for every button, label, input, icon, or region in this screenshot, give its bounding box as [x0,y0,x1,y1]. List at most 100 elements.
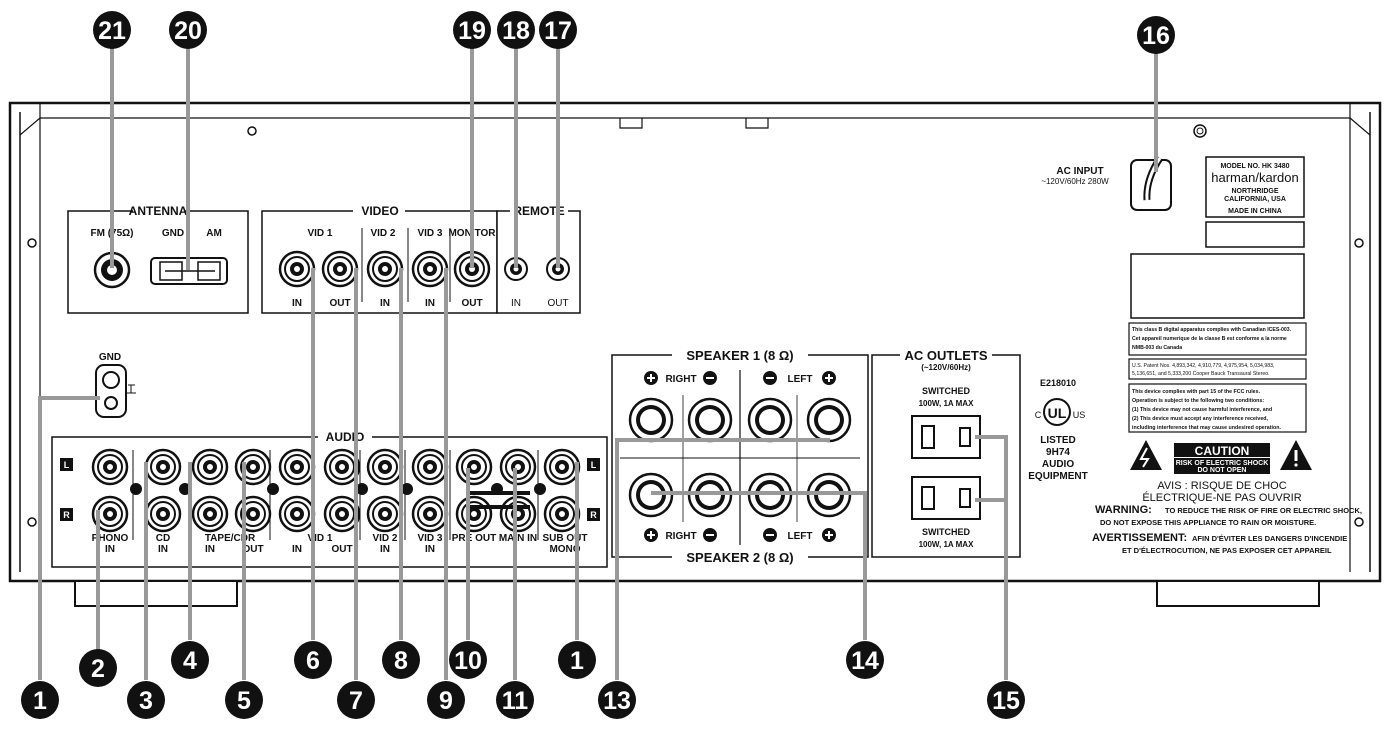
audio-mainin-label: MAIN IN [499,533,537,544]
svg-text:6: 6 [306,647,320,675]
audio-preout-left-jack[interactable] [455,448,493,486]
video-vid1-in-label: IN [292,298,302,309]
audio-subout-right-jack[interactable] [543,495,581,533]
audio-phono-in-label: IN [105,544,115,555]
video-vid1-in-jack[interactable] [278,250,316,288]
callout-16: 16 [1137,16,1175,54]
audio-left-badge: L [64,460,70,470]
audio-subout-label: SUB OUT [543,533,588,544]
fcc-line-1: This device complies with part 15 of the… [1132,389,1261,395]
audio-tape-in-right-jack[interactable] [191,495,229,533]
audio-vid3-in-label: IN [425,544,435,555]
warning-text-1: TO REDUCE THE RISK OF FIRE OR ELECTRIC S… [1165,506,1362,515]
svg-text:17: 17 [544,17,572,45]
audio-tape-out-left-jack[interactable] [234,448,272,486]
am-terminal[interactable] [150,257,228,285]
antenna-title: ANTENNA [129,204,188,218]
video-vid2-in-label: IN [380,298,390,309]
speaker1-right-label: RIGHT [665,374,696,385]
callout-13: 13 [598,681,636,719]
audio-mono-label: MONO [549,544,580,555]
brand-city: NORTHRIDGE [1231,188,1278,195]
callout-14: 14 [846,641,884,679]
audio-right-badge-2: R [590,510,597,520]
exclamation-warning-icon [1280,440,1312,470]
audio-vid1-out-left-jack[interactable] [323,448,361,486]
patent-label: U.S. Patent Nos. 4,893,342, 4,910,779, 4… [1128,358,1307,380]
video-vid3-in-jack[interactable] [411,250,449,288]
svg-text:13: 13 [603,687,631,715]
ac-input-spec: ~120V/60Hz 280W [1041,177,1109,186]
audio-tape-in-left-jack[interactable] [191,448,229,486]
audio-right-badge: R [63,510,70,520]
antenna-section: ANTENNA FM (75Ω) GND AM [67,203,249,314]
audio-mainin-left-jack[interactable] [499,448,537,486]
svg-text:11: 11 [502,687,529,715]
callout-19: 19 [453,11,491,49]
ground-post[interactable]: GND [95,352,136,418]
ul-logo-icon [1043,398,1071,426]
svg-text:8: 8 [394,647,408,675]
audio-section: AUDIO L R L R PHONO IN CD IN TAPE/CDR IN… [51,429,608,568]
speaker2-right-minus-icon [703,528,717,542]
audio-mainin-right-jack[interactable] [499,495,537,533]
callout-7: 7 [337,681,375,719]
audio-vid2-in-left-jack[interactable] [366,448,404,486]
video-vid1-out-jack[interactable] [321,250,359,288]
callout-9: 9 [427,681,465,719]
speaker1-left-minus-icon [763,371,777,385]
audio-phono-left-jack[interactable] [91,448,129,486]
ul-us: US [1073,410,1086,420]
audio-vid1-in-right-jack[interactable] [278,495,316,533]
svg-text:3: 3 [139,687,153,715]
ac-outlets-section: AC OUTLETS (~120V/60Hz) SWITCHED 100W, 1… [871,347,1021,558]
ul-listing: E218010 UL C US LISTED 9H74 AUDIO EQUIPM… [1028,378,1087,482]
remote-out-label: OUT [547,298,568,309]
audio-vid2-label: VID 2 [372,533,397,544]
ul-code: 9H74 [1046,447,1070,458]
ac-outlets-title: AC OUTLETS [904,348,987,363]
audio-cd-in-label: IN [158,544,168,555]
audio-preout-right-jack[interactable] [455,495,493,533]
video-vid2-in-jack[interactable] [366,250,404,288]
callout-leaders [38,48,1158,680]
audio-vid3-in-left-jack[interactable] [411,448,449,486]
svg-text:2: 2 [91,655,105,683]
model-number: MODEL NO. HK 3480 [1220,163,1289,170]
speaker2-left-minus-icon [763,528,777,542]
ac-outlet-2[interactable] [911,476,981,520]
audio-cd-right-jack[interactable] [144,495,182,533]
speaker1-right-minus-terminal[interactable] [687,397,733,443]
audio-vid1-out-right-jack[interactable] [323,495,361,533]
avertissement-label: AVERTISSEMENT: [1092,532,1187,544]
audio-vid1-out-label: OUT [331,544,352,555]
fcc-line-5: including interference that may cause un… [1132,425,1281,431]
audio-vid2-in-right-jack[interactable] [366,495,404,533]
svg-text:20: 20 [174,17,202,45]
callout-15: 15 [987,681,1025,719]
audio-subout-left-jack[interactable] [543,448,581,486]
ground-post-label: GND [99,352,121,363]
speaker2-left-plus-icon [822,528,836,542]
lightning-warning-icon [1130,440,1162,470]
blank-label-2 [1130,253,1305,319]
speaker1-left-plus-terminal[interactable] [806,397,852,443]
callout-21: 21 [93,11,131,49]
audio-tape-in-label: IN [205,544,215,555]
svg-text:5: 5 [237,687,251,715]
canada-line-1: This class B digital apparatus complies … [1132,327,1292,333]
audio-vid1-in-left-jack[interactable] [278,448,316,486]
fcc-line-3: (1) This device may not cause harmful in… [1132,407,1272,413]
ac-input-title: AC INPUT [1056,166,1103,177]
audio-cd-left-jack[interactable] [144,448,182,486]
speaker1-right-plus-terminal[interactable] [628,397,674,443]
caution-title: CAUTION [1195,444,1250,458]
ac-outlet-1[interactable] [911,415,981,459]
svg-text:1: 1 [33,687,47,715]
audio-tape-out-right-jack[interactable] [234,495,272,533]
ac-outlets-voltage: (~120V/60Hz) [921,363,971,372]
callout-1: 1 [21,681,59,719]
audio-vid3-in-right-jack[interactable] [411,495,449,533]
fm-connector[interactable] [93,251,131,289]
speaker1-left-minus-terminal[interactable] [747,397,793,443]
